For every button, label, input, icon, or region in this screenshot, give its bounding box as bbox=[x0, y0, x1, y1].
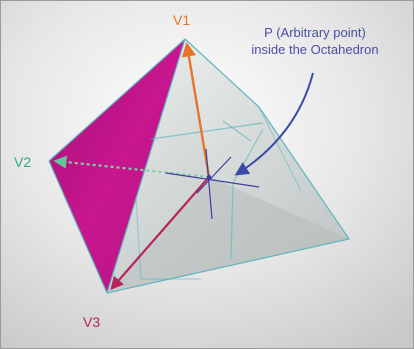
octahedron-edges bbox=[48, 38, 350, 294]
hidden-edge-5 bbox=[135, 198, 142, 280]
label-v3: V3 bbox=[83, 314, 100, 330]
v3-arrow bbox=[110, 176, 210, 290]
v2-arrow bbox=[53, 155, 210, 179]
hidden-edge-4 bbox=[230, 182, 234, 260]
point-p bbox=[206, 174, 212, 180]
p-axis-vertical bbox=[205, 148, 213, 220]
point-p-marker bbox=[165, 148, 260, 220]
p-axis-diagonal bbox=[196, 156, 232, 194]
right-face bbox=[185, 39, 349, 239]
edge-v2-v1 bbox=[48, 38, 186, 162]
octahedron bbox=[48, 38, 350, 294]
label-v1: V1 bbox=[173, 12, 190, 28]
outer-edge bbox=[106, 38, 350, 294]
edge-v3-v2 bbox=[48, 160, 108, 294]
edge-v1-v3 bbox=[106, 38, 186, 294]
v1-arrow bbox=[181, 42, 211, 178]
p-axis-horizontal bbox=[165, 172, 260, 188]
annotation-line-1: P (Arbitrary point) bbox=[264, 25, 366, 40]
vectors bbox=[53, 42, 211, 290]
curved-arrow-icon bbox=[234, 72, 314, 176]
magenta-face bbox=[49, 39, 185, 293]
annotation-line-2: inside the Octahedron bbox=[251, 42, 378, 57]
hidden-edge-1 bbox=[222, 120, 252, 142]
hidden-edge-2 bbox=[150, 122, 264, 140]
label-v2: V2 bbox=[14, 154, 31, 170]
bottom-face bbox=[107, 177, 349, 293]
hidden-edge-7 bbox=[258, 106, 302, 192]
